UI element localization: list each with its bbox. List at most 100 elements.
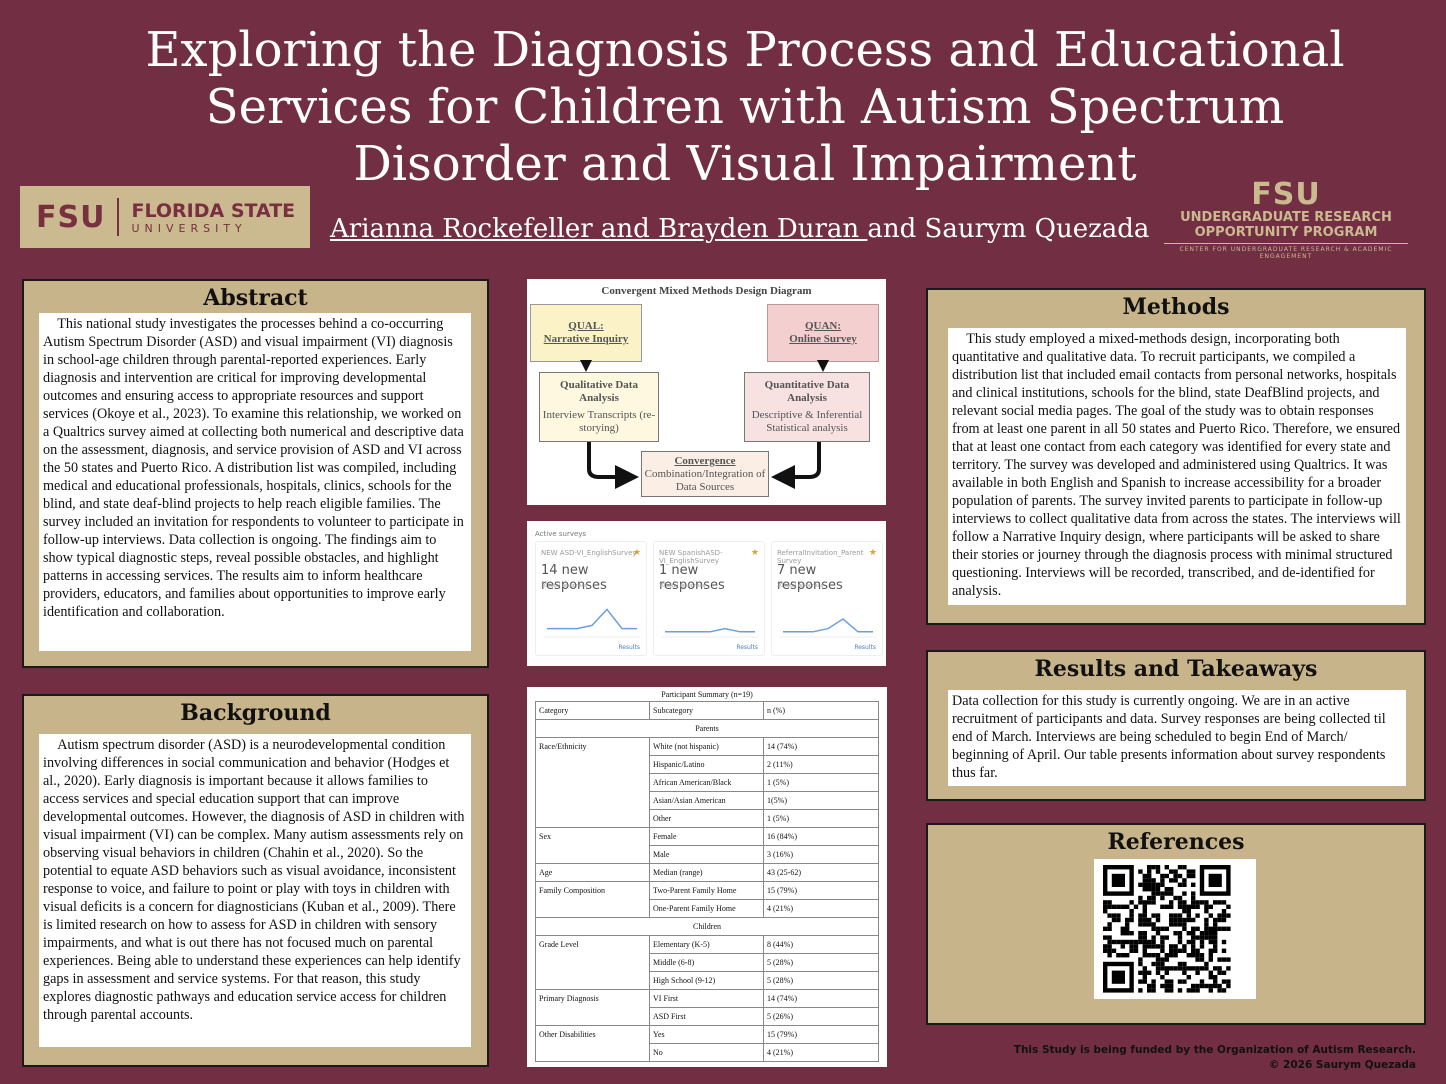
table-cell-subcategory: Yes [649, 1025, 764, 1044]
authors-rest: and Saurym Quezada [867, 214, 1150, 244]
references-heading: References [1107, 829, 1245, 855]
qr-code-icon [1103, 865, 1231, 993]
diagram-qual-analysis-box: Qualitative Data Analysis Interview Tran… [539, 372, 659, 442]
table-row: Grade Level Elementary (K-5) 8 (44%) [535, 935, 879, 954]
survey-card-results-link[interactable]: Results [854, 644, 876, 651]
authors: Arianna Rockefeller and Brayden Duran an… [330, 214, 1149, 244]
diagram-qual-analysis-sub: Interview Transcripts (re-storying) [542, 409, 656, 434]
table-cell-n: 8 (44%) [763, 935, 879, 954]
table-cell-n: 5 (28%) [763, 953, 879, 972]
table-row: Sex Female 16 (84%) [535, 827, 879, 846]
survey-trend-chart [544, 608, 640, 638]
table-row: High School (9-12) 5 (28%) [535, 971, 879, 990]
table-cell-subcategory: White (not hispanic) [649, 737, 764, 756]
background-panel: Background Autism spectrum disorder (ASD… [22, 694, 489, 1067]
survey-card-results-link[interactable]: Results [618, 644, 640, 651]
star-icon[interactable]: ★ [750, 547, 759, 557]
participant-summary-figure: Participant Summary (n=19) Category Subc… [527, 687, 887, 1067]
diagram-qual-box: QUAL: Narrative Inquiry [530, 304, 642, 362]
table-section-row: Parents [535, 719, 879, 738]
active-surveys-figure: Active surveys NEW ASD-VI_EnglishSurvey … [527, 521, 886, 666]
fsu-logo-text: FLORIDA STATE UNIVERSITY [131, 200, 295, 235]
table-cell-category [535, 773, 650, 792]
diagram-quan-heading: QUAN: [804, 320, 842, 332]
diagram-convergence-heading: Convergence [674, 454, 736, 467]
survey-card-count: 1 new responses [659, 563, 725, 593]
survey-trend-chart [780, 618, 876, 638]
survey-card-name: NEW SpanishASD-VI_EnglishSurvey [659, 549, 723, 565]
table-cell-category [535, 845, 650, 864]
table-row: Family Composition Two-Parent Family Hom… [535, 881, 879, 900]
survey-card[interactable]: ReferralInvitation_Parent Survey ★ 7 new… [771, 541, 883, 656]
survey-card[interactable]: NEW ASD-VI_EnglishSurvey ★ 14 new respon… [535, 541, 647, 656]
table-row: One-Parent Family Home 4 (21%) [535, 899, 879, 918]
fsu-logo-mark: FSU [36, 199, 106, 235]
survey-card[interactable]: NEW SpanishASD-VI_EnglishSurvey ★ 1 new … [653, 541, 765, 656]
table-cell-category: Primary Diagnosis [535, 989, 650, 1008]
table-cell-category [535, 809, 650, 828]
table-cell-category: Family Composition [535, 881, 650, 900]
table-row: Asian/Asian American 1(5%) [535, 791, 879, 810]
survey-trend-line [665, 627, 755, 633]
urop-logo-mark: FSU [1251, 177, 1321, 212]
results-text: Data collection for this study is curren… [948, 690, 1406, 786]
table-cell-subcategory: Other [649, 809, 764, 828]
table-header-row: Category Subcategory n (%) [535, 701, 879, 720]
urop-logo: FSU UNDERGRADUATE RESEARCH OPPORTUNITY P… [1164, 180, 1408, 260]
methods-heading: Methods [1122, 294, 1230, 320]
table-row: Middle (6-8) 5 (28%) [535, 953, 879, 972]
table-cell-subcategory: VI First [649, 989, 764, 1008]
table-cell-category [535, 791, 650, 810]
footer-copyright: © 2026 Saurym Quezada [1268, 1059, 1416, 1071]
survey-trend-line [783, 618, 873, 633]
table-cell-n: 43 (25-62) [763, 863, 879, 882]
table-cell-n: 5 (26%) [763, 1007, 879, 1026]
table-cell-category [535, 971, 650, 990]
table-cell-category: Grade Level [535, 935, 650, 954]
table-header-subcategory: Subcategory [649, 701, 764, 720]
table-cell-n: 1 (5%) [763, 809, 879, 828]
table-row: Race/Ethnicity White (not hispanic) 14 (… [535, 737, 879, 756]
background-text: Autism spectrum disorder (ASD) is a neur… [39, 734, 471, 1047]
table-row: Primary Diagnosis VI First 14 (74%) [535, 989, 879, 1008]
diagram-convergence-box: Convergence Combination/Integration of D… [641, 451, 769, 497]
table-cell-subcategory: Female [649, 827, 764, 846]
table-row: No 4 (21%) [535, 1043, 879, 1062]
table-cell-subcategory: Hispanic/Latino [649, 755, 764, 774]
table-cell-subcategory: One-Parent Family Home [649, 899, 764, 918]
table-cell-subcategory: No [649, 1043, 764, 1062]
abstract-heading: Abstract [203, 285, 308, 311]
authors-underlined: Arianna Rockefeller and Brayden Duran [330, 214, 868, 244]
table-cell-category: Sex [535, 827, 650, 846]
survey-trend-chart [662, 627, 758, 638]
survey-card-name: NEW ASD-VI_EnglishSurvey [541, 549, 637, 557]
table-cell-subcategory: Asian/Asian American [649, 791, 764, 810]
table-section-label: Children [535, 917, 879, 936]
table-row: Hispanic/Latino 2 (11%) [535, 755, 879, 774]
diagram-title: Convergent Mixed Methods Design Diagram [601, 285, 812, 297]
table-cell-subcategory: ASD First [649, 1007, 764, 1026]
star-icon[interactable]: ★ [632, 547, 641, 557]
methods-text: This study employed a mixed-methods desi… [948, 328, 1406, 605]
star-icon[interactable]: ★ [868, 547, 877, 557]
diagram-quan-analysis-heading: Quantitative Data Analysis [764, 379, 850, 404]
table-cell-category [535, 953, 650, 972]
abstract-panel: Abstract This national study investigate… [22, 279, 489, 668]
table-cell-category: Race/Ethnicity [535, 737, 650, 756]
table-cell-n: 5 (28%) [763, 971, 879, 990]
table-section-label: Parents [535, 719, 879, 738]
table-cell-category: Other Disabilities [535, 1025, 650, 1044]
table-row: ASD First 5 (26%) [535, 1007, 879, 1026]
table-caption: Participant Summary (n=19) [661, 690, 753, 699]
table-cell-n: 16 (84%) [763, 827, 879, 846]
urop-logo-line2: OPPORTUNITY PROGRAM [1194, 225, 1378, 240]
table-row: Other Disabilities Yes 15 (79%) [535, 1025, 879, 1044]
survey-card-total: 20 total responses [777, 583, 824, 589]
survey-card-results-link[interactable]: Results [736, 644, 758, 651]
fsu-logo: FSU FLORIDA STATE UNIVERSITY [20, 186, 310, 248]
results-panel: Results and Takeaways Data collection fo… [926, 650, 1426, 801]
table-cell-n: 1(5%) [763, 791, 879, 810]
table-cell-n: 4 (21%) [763, 899, 879, 918]
references-qr-code[interactable] [1094, 859, 1256, 999]
active-surveys-heading: Active surveys [535, 530, 587, 538]
